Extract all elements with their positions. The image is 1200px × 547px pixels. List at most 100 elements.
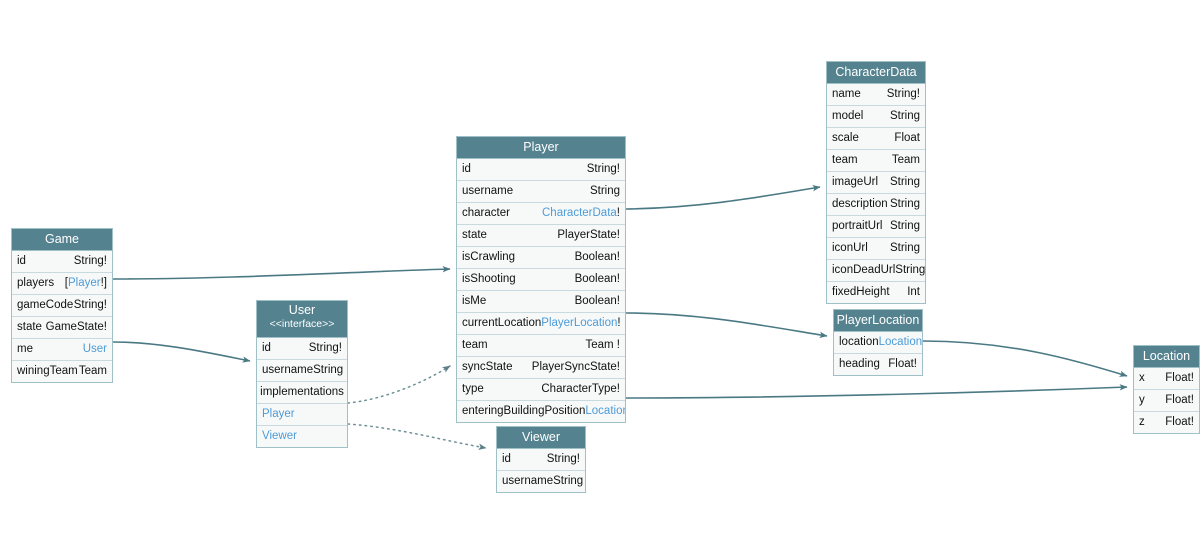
field-type: Boolean! xyxy=(574,295,620,307)
type-reference[interactable]: Location! xyxy=(878,336,922,348)
field-type: Float! xyxy=(1165,372,1194,384)
non-null-marker: ! xyxy=(617,317,621,329)
field-row[interactable]: z Float! xyxy=(1134,412,1199,433)
field-type: CharacterType! xyxy=(541,383,620,395)
node-viewer-title: Viewer xyxy=(497,427,585,449)
field-name: z xyxy=(1139,416,1145,428)
field-name: id xyxy=(262,342,271,354)
node-game[interactable]: Game id String! players [Player!] gameCo… xyxy=(11,228,113,383)
implementations-text: implementations xyxy=(260,386,344,398)
field-row[interactable]: isCrawling Boolean! xyxy=(457,247,625,269)
field-name: scale xyxy=(832,132,859,144)
field-row[interactable]: heading Float! xyxy=(834,354,922,375)
field-row[interactable]: id String! xyxy=(12,251,112,273)
field-type: Float! xyxy=(1165,416,1194,428)
field-type: String xyxy=(553,475,584,487)
field-type: String xyxy=(895,264,925,276)
field-row[interactable]: name String! xyxy=(827,84,925,106)
field-row[interactable]: gameCode String! xyxy=(12,295,112,317)
field-row[interactable]: id String! xyxy=(457,159,625,181)
field-type: String! xyxy=(73,299,107,311)
implementation-viewer[interactable]: Viewer xyxy=(257,426,347,447)
field-name: username xyxy=(262,364,314,376)
field-row[interactable]: y Float! xyxy=(1134,390,1199,412)
field-name: isMe xyxy=(462,295,487,307)
field-row[interactable]: team Team ! xyxy=(457,335,625,357)
edge-game-me-to-user xyxy=(112,341,251,363)
field-name: state xyxy=(462,229,487,241)
node-player[interactable]: Player id String! username String charac… xyxy=(456,136,626,423)
type-reference[interactable]: CharacterData xyxy=(542,207,617,219)
implementations-label: implementations xyxy=(257,382,347,404)
node-user-name: User xyxy=(288,303,316,317)
field-row[interactable]: iconDeadUrl String xyxy=(827,260,925,282)
type-reference[interactable]: PlayerLocation xyxy=(541,317,618,329)
field-type: String xyxy=(889,220,920,232)
type-reference[interactable]: Location xyxy=(585,405,625,417)
field-row[interactable]: id String! xyxy=(257,338,347,360)
field-row[interactable]: scale Float xyxy=(827,128,925,150)
field-name: enteringBuildingPosition xyxy=(462,405,586,417)
node-user[interactable]: User <<interface>> id String! username S… xyxy=(256,300,348,448)
field-row[interactable]: state PlayerState! xyxy=(457,225,625,247)
edge-playerlocation-location-to-location xyxy=(922,340,1128,377)
field-name: winingTeam xyxy=(17,365,78,377)
edge-user-impl-player xyxy=(347,365,451,404)
field-row[interactable]: x Float! xyxy=(1134,368,1199,390)
field-name: iconUrl xyxy=(832,242,868,254)
field-row[interactable]: me User xyxy=(12,339,112,361)
field-row[interactable]: id String! xyxy=(497,449,585,471)
field-type: String! xyxy=(586,163,620,175)
node-viewer[interactable]: Viewer id String! username String xyxy=(496,426,586,493)
field-row[interactable]: username String xyxy=(457,181,625,203)
field-type: Team ! xyxy=(585,339,620,351)
field-name: currentLocation xyxy=(462,317,542,329)
field-row[interactable]: location Location! xyxy=(834,332,922,354)
field-row[interactable]: isMe Boolean! xyxy=(457,291,625,313)
field-row[interactable]: isShooting Boolean! xyxy=(457,269,625,291)
edge-player-currentlocation-to-playerlocation xyxy=(625,312,828,338)
field-row[interactable]: username String xyxy=(257,360,347,382)
field-row[interactable]: portraitUrl String xyxy=(827,216,925,238)
node-location[interactable]: Location x Float! y Float! z Float! xyxy=(1133,345,1200,434)
field-row[interactable]: model String xyxy=(827,106,925,128)
field-row[interactable]: username String xyxy=(497,471,585,492)
type-reference[interactable]: User xyxy=(82,343,107,355)
field-type: String xyxy=(889,176,920,188)
field-name: heading xyxy=(839,358,880,370)
node-playerlocation[interactable]: PlayerLocation location Location! headin… xyxy=(833,309,923,376)
field-row[interactable]: winingTeam Team xyxy=(12,361,112,382)
field-row[interactable]: players [Player!] xyxy=(12,273,112,295)
field-row[interactable]: team Team xyxy=(827,150,925,172)
field-row[interactable]: currentLocation PlayerLocation! xyxy=(457,313,625,335)
field-type: String xyxy=(889,242,920,254)
field-type: String! xyxy=(546,453,580,465)
node-user-stereotype: <<interface>> xyxy=(269,318,335,330)
bracket-open: [ xyxy=(64,277,68,289)
field-name: fixedHeight xyxy=(832,286,890,298)
field-row[interactable]: enteringBuildingPosition Location xyxy=(457,401,625,422)
field-type: Float xyxy=(894,132,920,144)
field-type: Float! xyxy=(1165,394,1194,406)
type-reference[interactable]: Player xyxy=(68,277,101,289)
non-null-marker: ! xyxy=(616,207,620,219)
field-name: team xyxy=(462,339,488,351)
field-type: String! xyxy=(886,88,920,100)
field-row[interactable]: description String xyxy=(827,194,925,216)
implementation-player[interactable]: Player xyxy=(257,404,347,426)
field-row[interactable]: imageUrl String xyxy=(827,172,925,194)
field-type: Team xyxy=(891,154,920,166)
field-row[interactable]: syncState PlayerSyncState! xyxy=(457,357,625,379)
field-type: String xyxy=(889,110,920,122)
field-row[interactable]: character CharacterData! xyxy=(457,203,625,225)
field-name: type xyxy=(462,383,484,395)
field-row[interactable]: type CharacterType! xyxy=(457,379,625,401)
node-player-title: Player xyxy=(457,137,625,159)
field-row[interactable]: iconUrl String xyxy=(827,238,925,260)
field-row[interactable]: fixedHeight Int xyxy=(827,282,925,303)
field-row[interactable]: state GameState! xyxy=(12,317,112,339)
node-characterdata[interactable]: CharacterData name String! model String … xyxy=(826,61,926,304)
field-type: Boolean! xyxy=(574,251,620,263)
bracket-close: !] xyxy=(100,277,107,289)
